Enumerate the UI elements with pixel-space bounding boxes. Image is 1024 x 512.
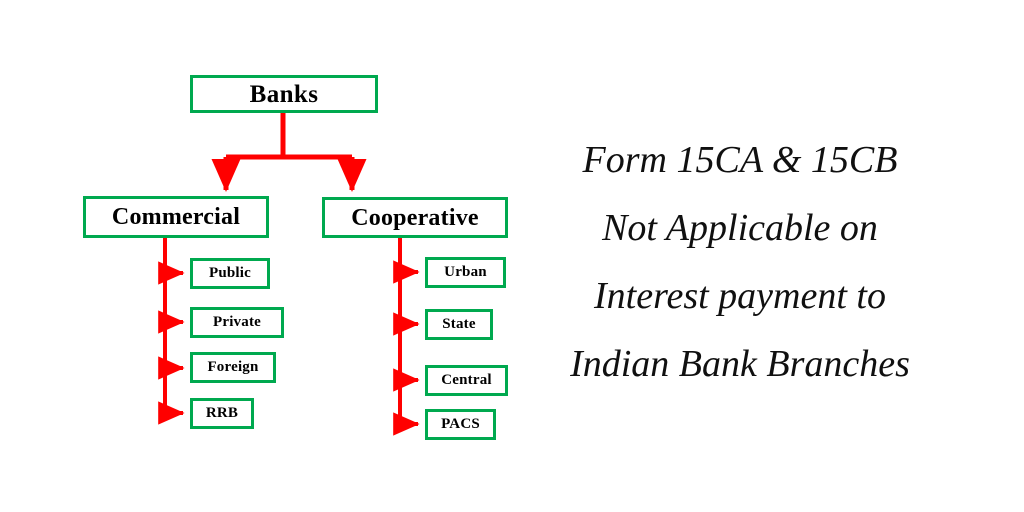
node-commercial-label: Commercial <box>111 204 241 230</box>
node-state-label: State <box>442 316 476 332</box>
node-central-label: Central <box>441 372 492 388</box>
node-rrb[interactable]: RRB <box>190 398 254 429</box>
node-private[interactable]: Private <box>190 307 284 338</box>
node-pacs[interactable]: PACS <box>425 409 496 440</box>
node-state[interactable]: State <box>425 309 493 340</box>
node-pacs-label: PACS <box>441 416 480 432</box>
caption-line-1: Form 15CA & 15CB <box>582 139 898 181</box>
node-private-label: Private <box>212 314 262 330</box>
node-foreign-label: Foreign <box>207 359 259 375</box>
node-urban[interactable]: Urban <box>425 257 506 288</box>
node-public[interactable]: Public <box>190 258 270 289</box>
node-urban-label: Urban <box>444 264 487 280</box>
caption-text: Form 15CA & 15CB Not Applicable on Inter… <box>520 126 960 398</box>
caption-line-4: Indian Bank Branches <box>570 343 910 385</box>
caption-line-2: Not Applicable on <box>602 207 878 249</box>
node-cooperative-label: Cooperative <box>351 204 479 231</box>
node-banks-label: Banks <box>249 80 319 108</box>
node-foreign[interactable]: Foreign <box>190 352 276 383</box>
node-commercial[interactable]: Commercial <box>83 196 269 238</box>
node-rrb-label: RRB <box>205 405 239 421</box>
node-central[interactable]: Central <box>425 365 508 396</box>
node-cooperative[interactable]: Cooperative <box>322 197 508 238</box>
node-public-label: Public <box>208 265 252 281</box>
node-banks[interactable]: Banks <box>190 75 378 113</box>
caption-line-3: Interest payment to <box>594 275 886 317</box>
